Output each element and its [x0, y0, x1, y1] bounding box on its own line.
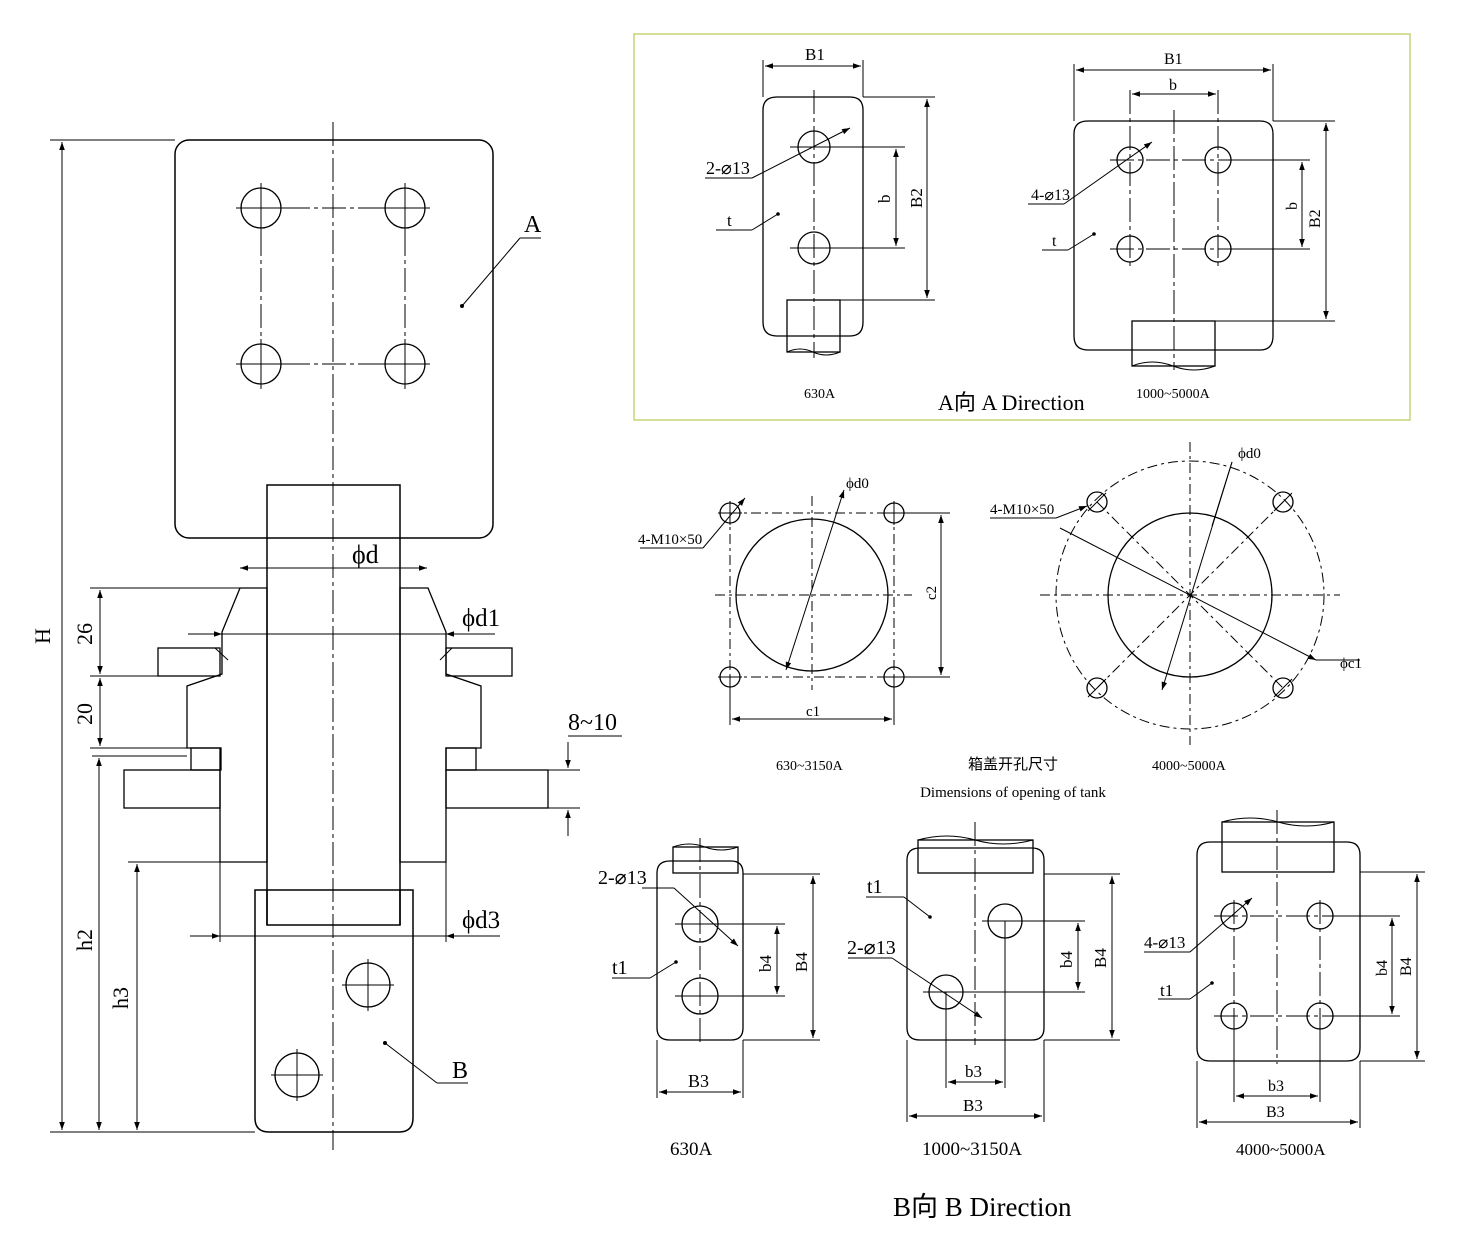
tank-large-thread: 4-M10×50 — [990, 502, 1054, 518]
plate-a-holes — [236, 183, 430, 389]
a1000-b2: B2 — [1307, 209, 1324, 228]
a630-b2: B2 — [907, 188, 926, 208]
b1000-caption: 1000~3150A — [922, 1139, 1022, 1160]
b1000-b4: b4 — [1057, 951, 1076, 969]
b4000-holes: 4-⌀13 — [1144, 933, 1185, 952]
dim-20: 20 — [72, 703, 97, 725]
b-direction-views: 2-⌀13 t1 b4 B4 B3 630A — [598, 810, 1425, 1222]
a-view-630a: B1 b B2 2-⌀13 t 630A — [705, 45, 935, 402]
b4000-caption: 4000~5000A — [1236, 1140, 1326, 1159]
tank-small-d0: ϕd0 — [846, 476, 869, 492]
dim-phi-d3: ϕd3 — [462, 907, 500, 934]
b4000-B4: B4 — [1398, 957, 1415, 976]
a-direction-title: A向 A Direction — [938, 390, 1085, 415]
terminal-plate-a — [174, 139, 494, 539]
b630-B4: B4 — [792, 952, 811, 972]
dim-8-10: 8~10 — [568, 710, 617, 736]
b630-B3: B3 — [688, 1071, 709, 1091]
dim-h: H — [30, 628, 55, 644]
b630-caption: 630A — [670, 1139, 713, 1160]
a-direction-frame — [633, 33, 1411, 421]
b1000-t1: t1 — [867, 876, 883, 898]
b-direction-title: B向 B Direction — [893, 1192, 1072, 1222]
b1000-holes: 2-⌀13 — [847, 937, 896, 959]
tank-opening-large: ϕd0 4-M10×50 ϕc1 4000~5000A — [990, 442, 1362, 774]
tank-small-caption: 630~3150A — [776, 759, 844, 774]
b4000-b3: b3 — [1268, 1078, 1284, 1095]
b4000-t1: t1 — [1160, 981, 1173, 1000]
dim-26: 26 — [72, 623, 97, 645]
a630-b1: B1 — [805, 45, 825, 64]
a-direction-views: B1 b B2 2-⌀13 t 630A — [633, 33, 1411, 421]
label-a: A — [524, 212, 542, 238]
tank-cover-right — [445, 769, 549, 809]
tank-openings: ϕd0 4-M10×50 c2 c1 630~3150A — [638, 442, 1362, 801]
a630-t: t — [727, 211, 732, 230]
dim-h2: h2 — [72, 929, 97, 951]
b-view-4000a: 4-⌀13 t1 b4 B4 b3 B3 4000~5000A — [1144, 810, 1425, 1159]
a1000-t: t — [1052, 233, 1057, 250]
a1000-holes: 4-⌀13 — [1031, 187, 1070, 204]
gasket-right — [445, 747, 477, 771]
b630-b4: b4 — [756, 955, 775, 973]
b-view-630a: 2-⌀13 t1 b4 B4 B3 630A — [598, 838, 820, 1160]
b4000-b4: b4 — [1374, 960, 1391, 976]
tank-large-c1: ϕc1 — [1340, 656, 1362, 672]
label-b: B — [452, 1058, 468, 1084]
tank-small-thread: 4-M10×50 — [638, 532, 702, 548]
dim-h3: h3 — [108, 987, 133, 1009]
clamp-flange-right — [445, 647, 513, 677]
a1000-b: b — [1169, 77, 1177, 94]
tank-small-c1: c1 — [806, 704, 820, 720]
insulator-left — [186, 587, 268, 863]
tank-large-caption: 4000~5000A — [1152, 759, 1227, 774]
a630-b: b — [875, 195, 894, 204]
a1000-b1: B1 — [1164, 51, 1183, 68]
b1000-B4: B4 — [1091, 948, 1110, 968]
tank-opening-small: ϕd0 4-M10×50 c2 c1 630~3150A — [638, 476, 950, 774]
terminal-plate-b — [254, 889, 414, 1133]
gasket-left — [190, 747, 222, 771]
tank-caption-cn: 箱盖开孔尺寸 — [968, 756, 1058, 773]
dim-phi-d: ϕd — [352, 540, 379, 569]
main-section-view: A B H 26 20 h2 h3 ϕd ϕd1 ϕd3 8~10 — [30, 122, 622, 1150]
b630-holes: 2-⌀13 — [598, 867, 647, 889]
b4000-B3: B3 — [1266, 1104, 1285, 1121]
tank-large-d0: ϕd0 — [1238, 446, 1261, 462]
insulator-right — [399, 587, 482, 863]
a1000-b-vert: b — [1284, 202, 1301, 210]
tank-caption-en: Dimensions of opening of tank — [920, 785, 1106, 801]
b1000-b3: b3 — [965, 1062, 982, 1081]
tank-small-c2: c2 — [924, 586, 940, 600]
a630-caption: 630A — [804, 387, 836, 402]
b-view-1000a: t1 2-⌀13 b4 B4 b3 B3 1000~3150A — [847, 822, 1120, 1160]
a-view-1000a: B1 b b B2 4-⌀13 t 1000~5000A — [1028, 51, 1335, 402]
b1000-B3: B3 — [963, 1096, 983, 1115]
a1000-caption: 1000~5000A — [1136, 387, 1211, 402]
b630-t1: t1 — [612, 957, 628, 979]
clamp-flange-left — [157, 647, 221, 677]
dim-phi-d1: ϕd1 — [462, 605, 500, 632]
a630-holes: 2-⌀13 — [706, 158, 750, 178]
tank-cover-left — [123, 769, 221, 809]
